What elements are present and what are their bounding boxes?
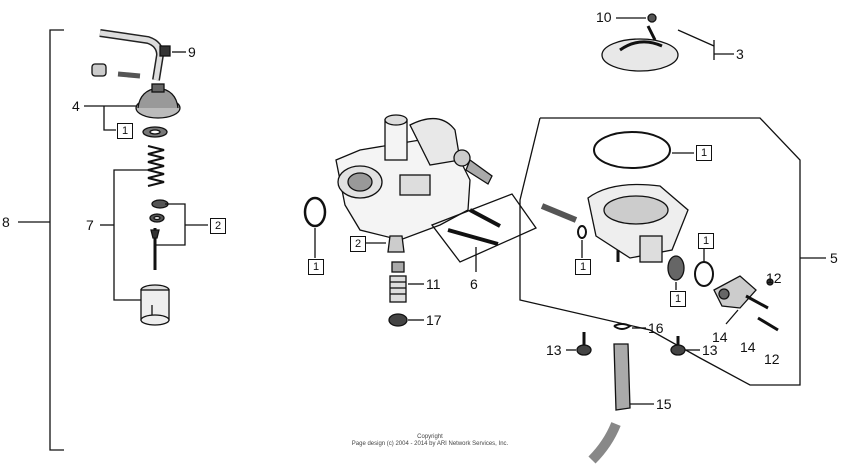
- bracket-5: [519, 117, 826, 386]
- callout-13-left: 13: [546, 342, 562, 358]
- part-screw-17: [388, 313, 424, 327]
- callout-9: 9: [188, 44, 196, 60]
- callout-1-oring-right: 1: [698, 233, 714, 249]
- part-float-bowl: [587, 183, 689, 263]
- callout-5: 5: [830, 250, 838, 266]
- part-oring-right: [667, 248, 714, 290]
- callout-14-left: 14: [712, 329, 728, 345]
- callout-4: 4: [72, 98, 80, 114]
- part-washer: [142, 126, 168, 138]
- part-diaphragm-cover: [84, 83, 181, 131]
- callout-13-right: 13: [702, 342, 718, 358]
- callout-12-bottom: 12: [764, 351, 780, 367]
- callout-2-clips: 2: [210, 218, 226, 234]
- callout-11: 11: [426, 276, 441, 292]
- part-screw-set: [430, 193, 537, 272]
- part-adjust-screw: [540, 203, 587, 258]
- part-drain-valve: [713, 275, 779, 332]
- bracket-8: [18, 29, 64, 451]
- part-needle-jet: [389, 261, 424, 303]
- part-gasket: [593, 131, 694, 169]
- callout-1-adjust: 1: [575, 259, 591, 275]
- part-throttle-valve: [140, 284, 170, 326]
- part-fuel-tube: [99, 29, 186, 81]
- part-screws-13: [566, 332, 700, 356]
- callout-17: 17: [426, 312, 442, 328]
- part-oring-left: [303, 196, 327, 258]
- callout-2-jet: 2: [350, 236, 366, 252]
- bracket-7: [100, 169, 148, 301]
- callout-12-top: 12: [766, 270, 782, 286]
- callout-1-oring-left: 1: [308, 259, 324, 275]
- callout-3: 3: [736, 46, 744, 62]
- callout-1-washer: 1: [117, 123, 133, 139]
- callout-7: 7: [86, 217, 94, 233]
- part-top-cover: [601, 13, 734, 72]
- callout-15: 15: [656, 396, 672, 412]
- callout-1-gasket: 1: [696, 145, 712, 161]
- part-jet: [366, 235, 405, 253]
- callout-14-right: 14: [740, 339, 756, 355]
- part-spring: [147, 145, 165, 187]
- callout-6: 6: [470, 276, 478, 292]
- callout-1-oring-bottom: 1: [670, 291, 686, 307]
- part-needle-clips: [149, 199, 208, 270]
- part-carburetor-body: [335, 114, 493, 241]
- part-cap: [91, 63, 141, 79]
- callout-8: 8: [2, 214, 10, 230]
- callout-10: 10: [596, 9, 612, 25]
- footer-copyright: Copyright: [417, 434, 443, 440]
- part-hose: [588, 343, 654, 464]
- callout-16: 16: [648, 320, 664, 336]
- part-clip-16: [613, 323, 646, 330]
- footer-credit: Page design (c) 2004 - 2014 by ARI Netwo…: [351, 441, 509, 447]
